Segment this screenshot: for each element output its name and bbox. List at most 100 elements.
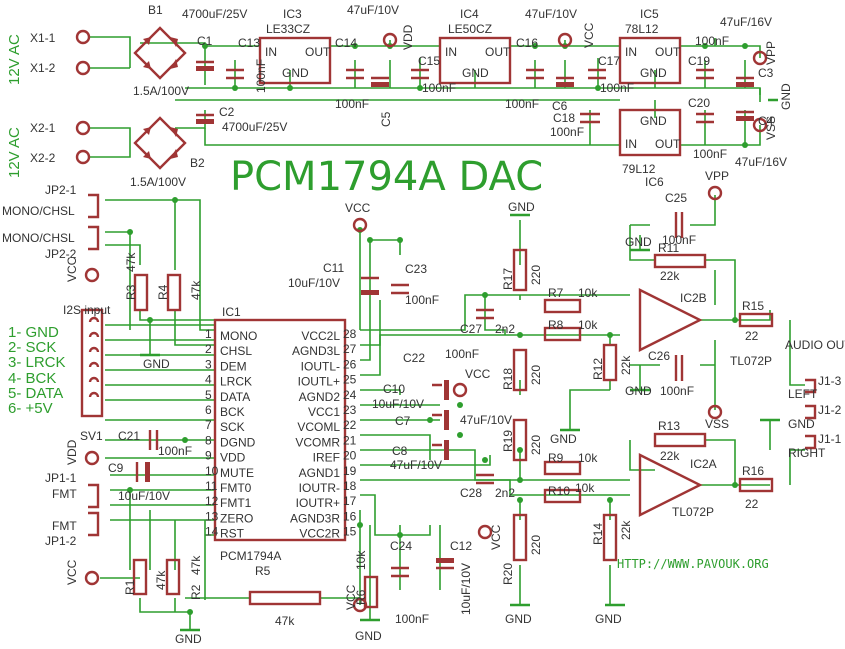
- ic4-gnd: GND: [462, 66, 489, 80]
- gnd-c25: GND: [625, 235, 652, 249]
- i2s-pin-6: 6- +5V: [8, 400, 53, 417]
- i2s-label: I2S input: [63, 303, 111, 317]
- ic1-pin-left-5: DATA: [220, 390, 250, 404]
- r13: R13: [658, 419, 680, 433]
- r18: R18: [501, 368, 515, 390]
- c16: C16: [516, 36, 538, 50]
- r2-val: 47k: [189, 555, 203, 575]
- gnd-bottom-1: GND: [175, 632, 202, 646]
- mono-chsl-1: MONO/CHSL: [2, 204, 75, 218]
- c26: C26: [648, 349, 670, 363]
- fmt-1: FMT: [52, 487, 77, 501]
- r14-val: 22k: [619, 520, 633, 540]
- c5: C5: [379, 111, 393, 127]
- vcc-jp1: VCC: [65, 559, 79, 585]
- ic6-gnd: GND: [640, 114, 667, 128]
- bridge-rectifiers: [133, 26, 187, 170]
- vss-opamp: VSS: [705, 417, 729, 431]
- r16: R16: [742, 464, 764, 478]
- c16-val: 47uF/10V: [525, 7, 577, 21]
- r5-val: 47k: [275, 614, 295, 628]
- c12b: C12: [450, 539, 472, 553]
- ic1-pinnum-4: 4: [205, 373, 212, 387]
- sv1: SV1: [80, 429, 103, 443]
- c4: C4: [758, 114, 774, 128]
- mono-chsl-2: MONO/CHSL: [2, 231, 75, 245]
- c25-val: 100nF: [662, 233, 696, 247]
- c23-val: 100nF: [405, 293, 439, 307]
- ic5-out: OUT: [655, 45, 681, 59]
- r6-val: 10k: [354, 550, 368, 570]
- url: HTTP://WWW.PAVOUK.ORG: [617, 557, 769, 571]
- ground-symbols: [140, 98, 780, 632]
- ic5-part: 78L12: [625, 22, 659, 36]
- x21: X2-1: [30, 121, 56, 135]
- ic1-pin-left-4: LRCK: [220, 375, 252, 389]
- c27-val: 2n2: [495, 322, 515, 336]
- right-label: RIGHT: [788, 446, 826, 460]
- r14: R14: [591, 523, 605, 545]
- b2: B2: [190, 156, 205, 170]
- ic1-pinnum-15: 15: [343, 525, 357, 539]
- vdd-sv1: VDD: [65, 439, 79, 465]
- ic1-pinnum-14: 14: [205, 525, 219, 539]
- r10: R10: [548, 484, 570, 498]
- c28-val: 2n2: [495, 486, 515, 500]
- c3: C3: [758, 66, 774, 80]
- r15-val: 22: [745, 329, 759, 343]
- c12b-val: 10uF/10V: [459, 563, 473, 615]
- ic1-pinnum-1: 1: [205, 327, 212, 341]
- ic1-pin-right-28: VCC2L: [301, 329, 340, 343]
- r1: R1: [123, 579, 137, 595]
- c14: C14: [335, 36, 357, 50]
- c10: C10: [383, 382, 405, 396]
- gnd-r3: GND: [143, 357, 170, 371]
- c21: C21: [118, 429, 140, 443]
- fmt-2: FMT: [52, 519, 77, 533]
- r5: R5: [255, 564, 271, 578]
- ic1-pinnum-7: 7: [205, 418, 212, 432]
- r4-val: 47k: [189, 280, 203, 300]
- vcc-ic1: VCC: [345, 201, 371, 215]
- c15: C15: [418, 54, 440, 68]
- ic1-pin-left-8: DGND: [220, 435, 256, 449]
- c1-val: 4700uF/25V: [182, 7, 247, 21]
- ic1-pin-left-14: RST: [220, 527, 245, 541]
- ic1-pin-right-20: IREF: [313, 451, 340, 465]
- x11: X1-1: [30, 31, 56, 45]
- r20-val: 220: [529, 535, 543, 555]
- ic1-pinnum-21: 21: [343, 433, 357, 447]
- c24: C24: [390, 539, 412, 553]
- pin-headers: [80, 193, 104, 537]
- j1-2: J1-2: [818, 403, 842, 417]
- ic1-pinnum-16: 16: [343, 509, 357, 523]
- ic1-pinnum-9: 9: [205, 449, 212, 463]
- ic4-part: LE50CZ: [448, 22, 492, 36]
- gnd-top: GND: [779, 83, 793, 110]
- c8-val: 47uF/10V: [390, 458, 442, 472]
- ic1-pinnum-18: 18: [343, 479, 357, 493]
- ic1-pinnum-3: 3: [205, 357, 212, 371]
- r8-val: 10k: [578, 318, 598, 332]
- ic1-pin-left-1: MONO: [220, 329, 257, 343]
- ic1-pinnum-19: 19: [343, 464, 357, 478]
- r12: R12: [591, 358, 605, 380]
- regulators: [258, 36, 682, 157]
- ac2-label: 12V AC: [6, 127, 23, 178]
- b1: B1: [148, 3, 163, 17]
- c18-val: 100nF: [550, 125, 584, 139]
- ic1-pin-right-15: VCC2R: [299, 527, 340, 541]
- vcc-rail: VCC: [582, 22, 596, 48]
- ic5: IC5: [640, 7, 659, 21]
- c1: C1: [197, 34, 213, 48]
- r7-val: 10k: [578, 286, 598, 300]
- gnd-r20: GND: [505, 612, 532, 626]
- c14-val: 47uF/10V: [347, 3, 399, 17]
- ic1-pin-right-21: VCOMR: [295, 435, 340, 449]
- ic1-pinnum-20: 20: [343, 449, 357, 463]
- ic3: IC3: [283, 7, 302, 21]
- ic1-pin-right-16: AGND3R: [290, 511, 340, 525]
- parts: [75, 26, 817, 632]
